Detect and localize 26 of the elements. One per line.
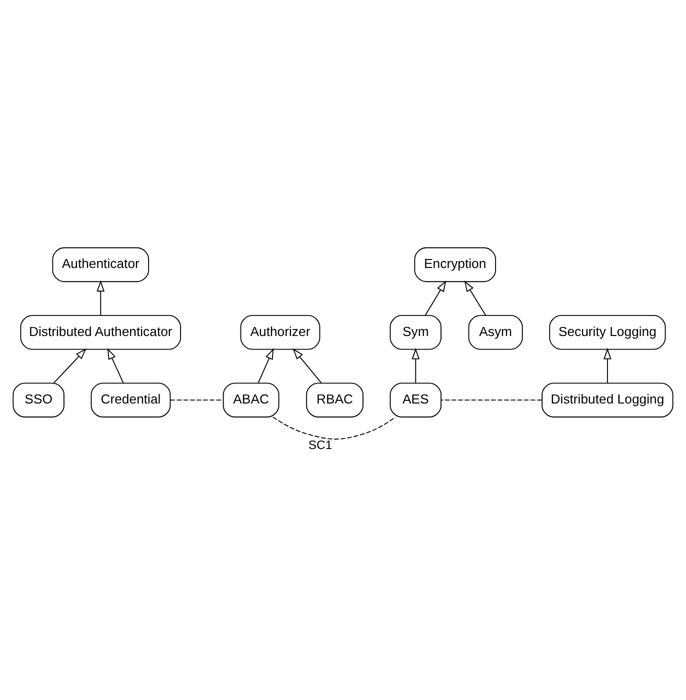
node-box: Asym xyxy=(468,315,523,350)
node-box: Credential xyxy=(90,382,171,418)
connector xyxy=(170,400,224,401)
arrow xyxy=(107,348,124,384)
node-box: RBAC xyxy=(306,382,364,418)
node-box: Encryption xyxy=(414,247,496,282)
arrow xyxy=(258,348,274,384)
node-box: Security Logging xyxy=(549,315,666,350)
connector xyxy=(272,416,396,440)
arrow xyxy=(53,348,86,384)
arrow xyxy=(604,348,612,384)
edge-label: SC1 xyxy=(308,438,332,452)
arrow xyxy=(424,280,446,316)
arrow xyxy=(464,280,486,316)
node-box: ABAC xyxy=(222,382,280,418)
arrow xyxy=(292,348,322,384)
arrow xyxy=(412,348,420,384)
node-box: Authorizer xyxy=(240,315,320,350)
node-box: Distributed Authenticator xyxy=(20,315,182,350)
node-box: AES xyxy=(390,382,442,418)
node-box: Distributed Logging xyxy=(542,382,674,418)
node-box: SSO xyxy=(12,382,64,418)
arrow xyxy=(96,280,105,316)
node-box: Authenticator xyxy=(52,247,150,282)
node-box: Sym xyxy=(390,315,442,350)
connector xyxy=(440,400,542,401)
